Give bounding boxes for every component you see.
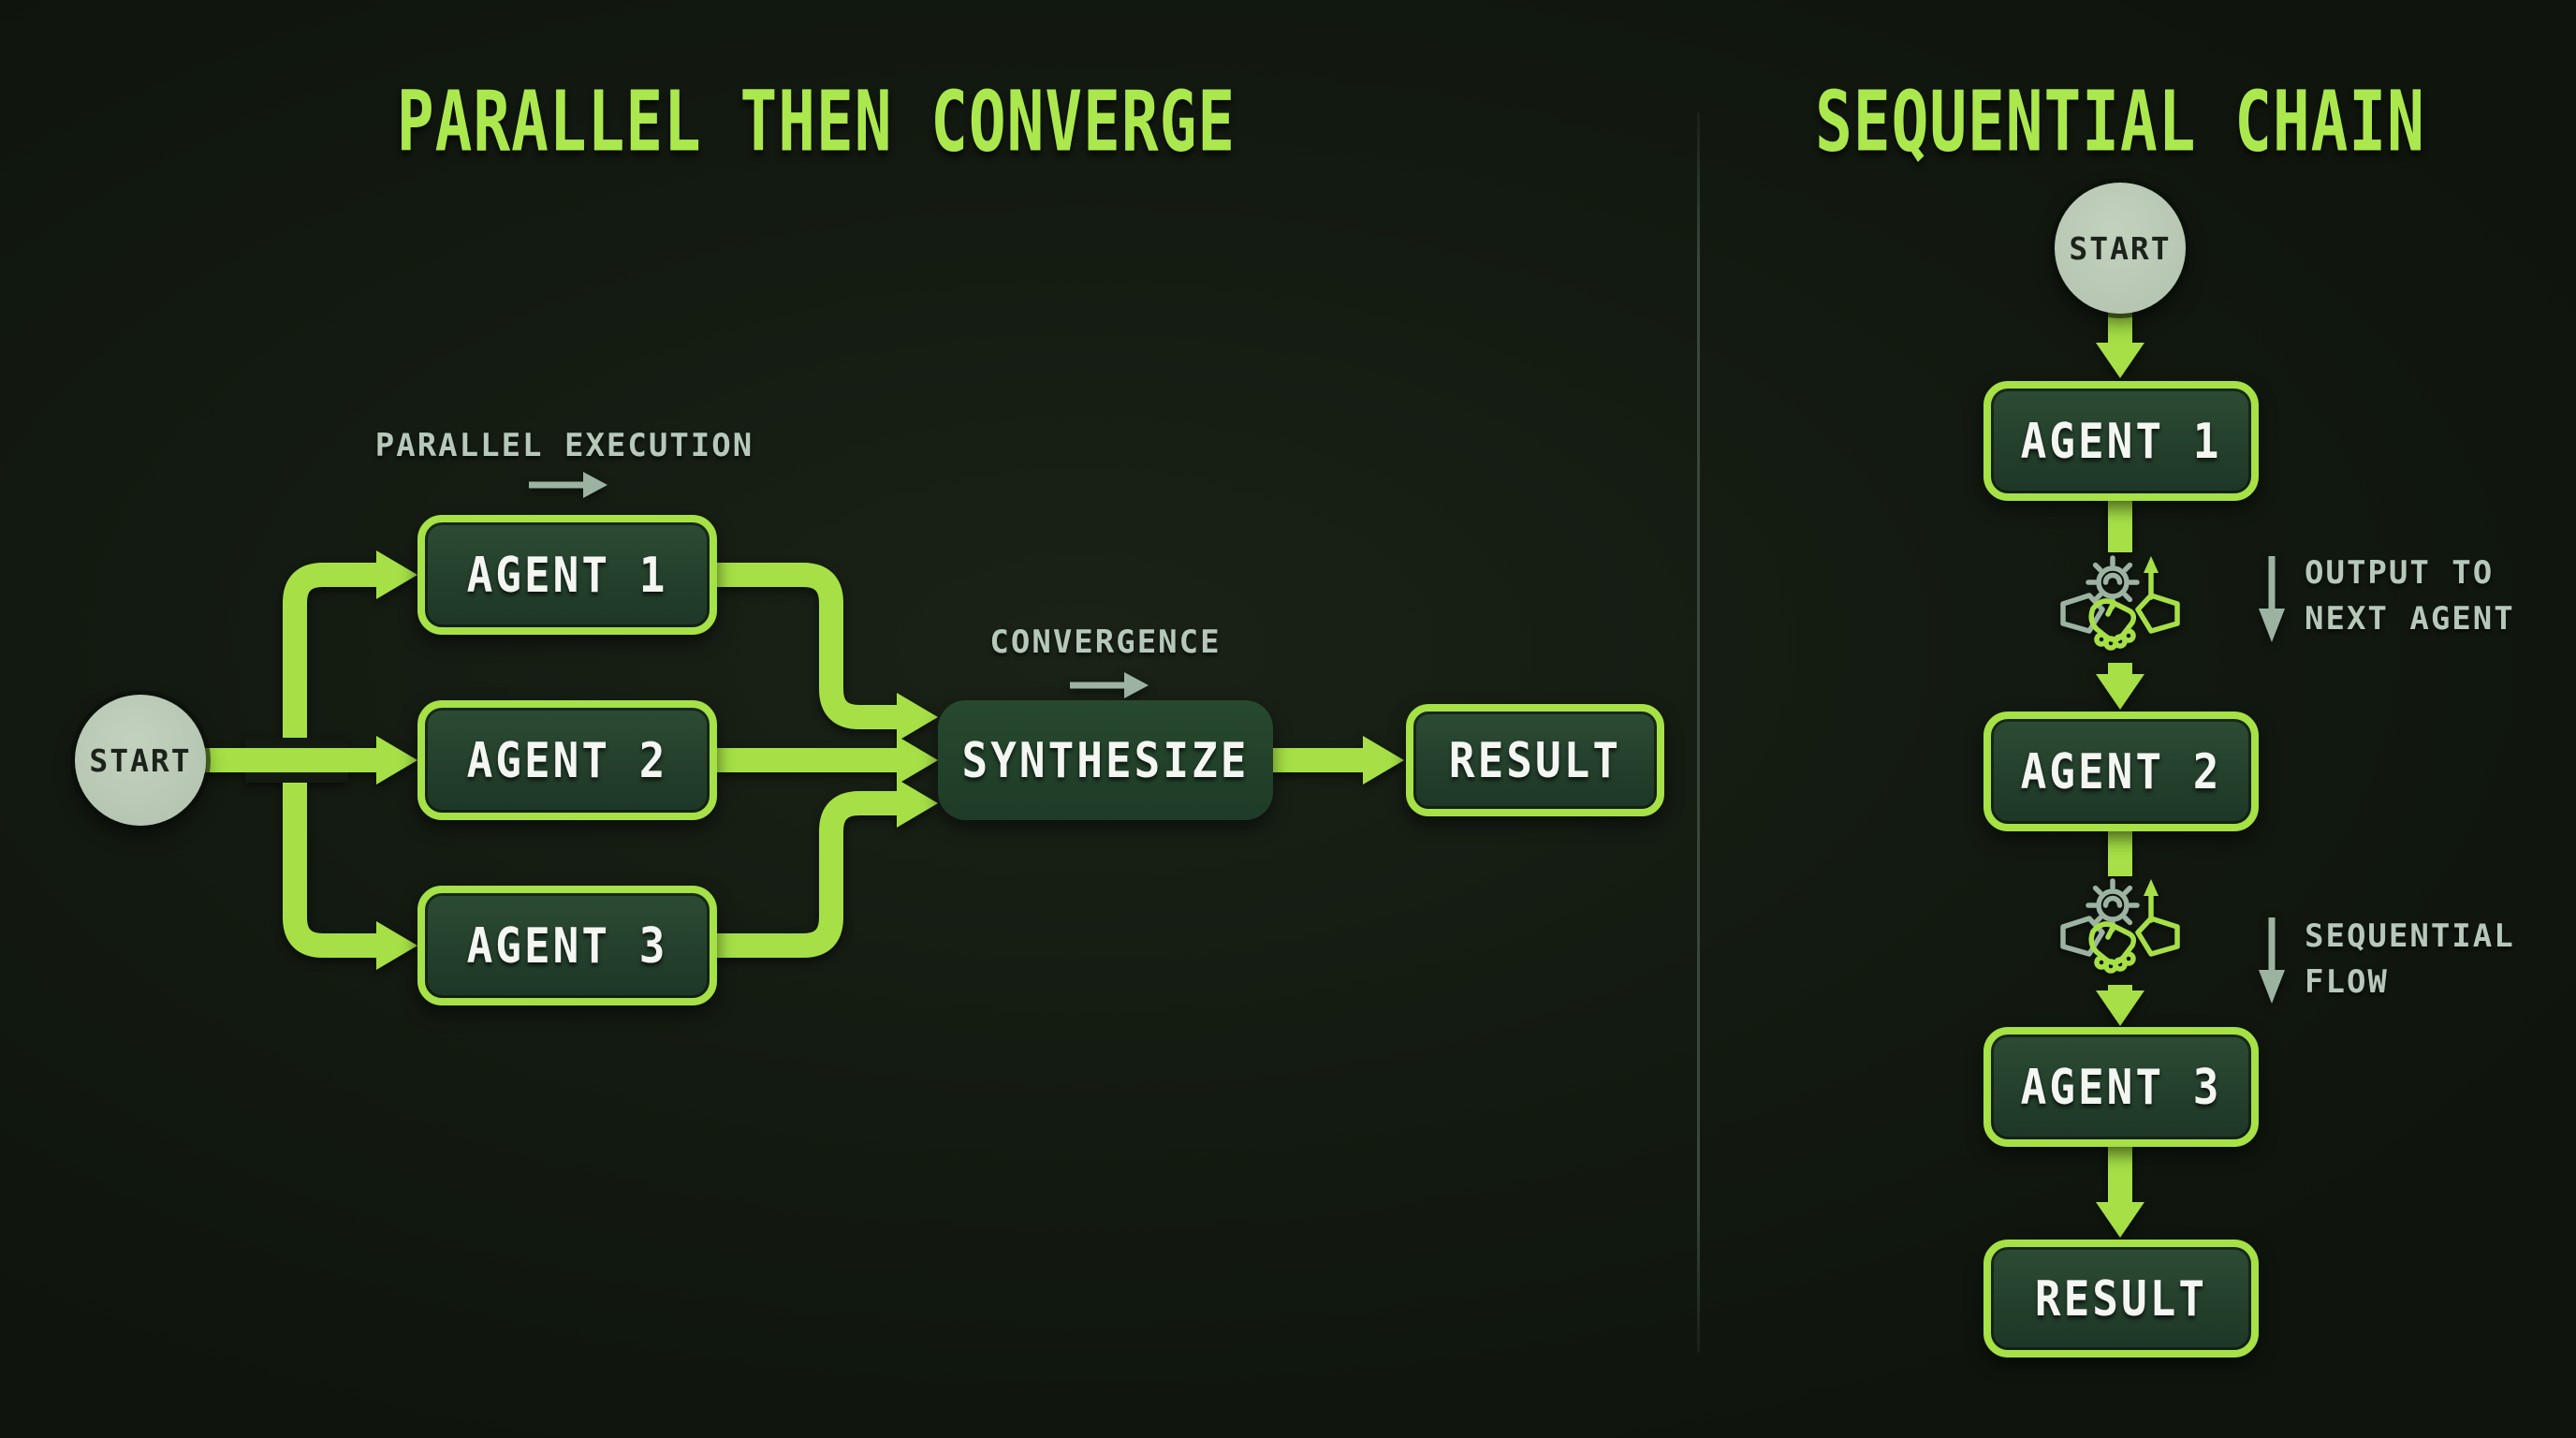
parallel-execution-label: PARALLEL EXECUTION	[374, 427, 754, 464]
left-panel-title: PARALLEL THEN CONVERGE	[396, 73, 1237, 170]
agent-3-left-label: AGENT 3	[466, 917, 668, 975]
right-sleeve	[2135, 593, 2180, 634]
output-to-next-agent-label: OUTPUT TO NEXT AGENT	[2305, 554, 2515, 638]
agent-2-right-label: AGENT 2	[2020, 742, 2222, 800]
parallel-execution-arrow-icon	[529, 472, 607, 498]
arrowhead-synth-mid	[897, 736, 938, 785]
arrowhead-synth-top	[897, 693, 938, 741]
arrowhead-agent1-in	[376, 550, 417, 599]
handshake-gear-icon	[2060, 878, 2180, 974]
agent-1-node-right: AGENT 1	[1983, 381, 2259, 501]
arrowhead-result-in	[1363, 736, 1404, 785]
agent-2-left-label: AGENT 2	[466, 731, 668, 789]
sequential-flow-arrow-icon	[2259, 917, 2285, 1004]
sequential-flow-label: SEQUENTIAL FLOW	[2305, 917, 2515, 1001]
left-sleeve	[2060, 916, 2105, 957]
agent-1-left-label: AGENT 1	[466, 546, 668, 604]
fanout-branch-lines	[283, 563, 380, 958]
start-node-left-label: START	[89, 741, 192, 779]
sequential-chain-lines	[2096, 309, 2144, 1238]
start-node-right-label: START	[2069, 229, 2172, 267]
result-left-label: RESULT	[1448, 731, 1622, 789]
start-node-right: START	[2055, 183, 2186, 314]
convergence-label: CONVERGENCE	[989, 624, 1222, 661]
agent-1-node-left: AGENT 1	[417, 515, 717, 635]
right-sleeve	[2135, 916, 2180, 957]
clasped-hands	[2088, 921, 2137, 974]
agent-2-node-left: AGENT 2	[417, 700, 717, 820]
arrowhead-agent3-in	[376, 921, 417, 970]
arrowhead-synth-bottom	[897, 779, 938, 828]
agent-1-right-label: AGENT 1	[2020, 412, 2222, 470]
right-panel-title: SEQUENTIAL CHAIN	[1815, 73, 2425, 170]
left-sleeve	[2060, 593, 2105, 634]
output-to-next-agent-arrow-icon	[2259, 556, 2285, 642]
synthesize-node: SYNTHESIZE	[938, 700, 1273, 820]
clasped-hands	[2088, 598, 2137, 651]
agent-3-right-label: AGENT 3	[2020, 1058, 2222, 1116]
agent-3-node-right: AGENT 3	[1983, 1027, 2259, 1147]
convergence-lines	[717, 563, 900, 958]
up-arrow-icon	[2144, 879, 2159, 923]
agent-2-node-right: AGENT 2	[1983, 712, 2259, 831]
agent-3-node-left: AGENT 3	[417, 886, 717, 1005]
synthesize-label: SYNTHESIZE	[961, 731, 1250, 789]
result-node-right: RESULT	[1983, 1240, 2259, 1357]
up-arrow-icon	[2144, 556, 2159, 600]
panel-divider	[1697, 112, 1700, 1353]
handshake-gear-icon	[2060, 555, 2180, 651]
arrowhead-agent2-in	[376, 736, 417, 785]
start-node-left: START	[75, 695, 206, 826]
gear-icon	[2086, 878, 2140, 932]
convergence-arrow-icon	[1070, 672, 1149, 698]
result-node-left: RESULT	[1406, 704, 1664, 816]
result-right-label: RESULT	[2034, 1269, 2208, 1328]
